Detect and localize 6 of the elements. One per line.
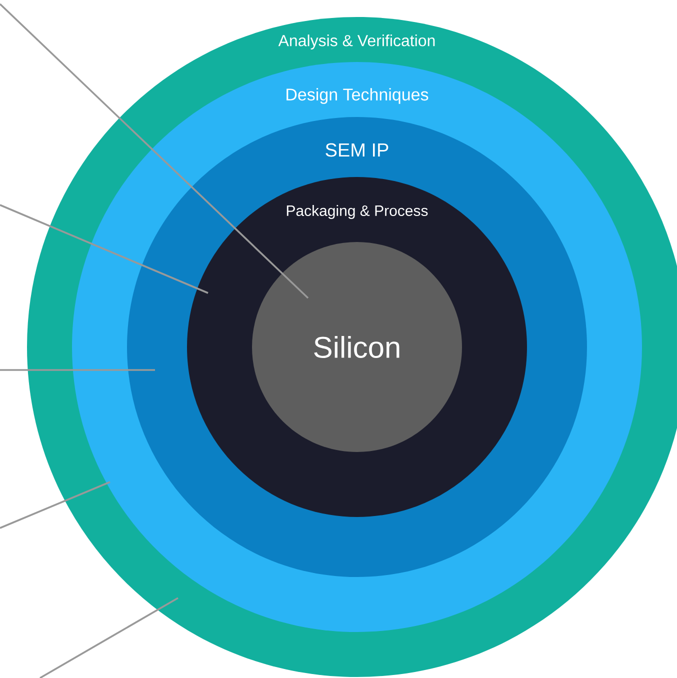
leader-line bbox=[0, 369, 155, 371]
ring: Silicon bbox=[252, 242, 462, 452]
leader-line bbox=[0, 3, 309, 299]
leader-line bbox=[0, 204, 208, 294]
leader-line bbox=[40, 597, 178, 678]
leader-line bbox=[0, 481, 110, 529]
